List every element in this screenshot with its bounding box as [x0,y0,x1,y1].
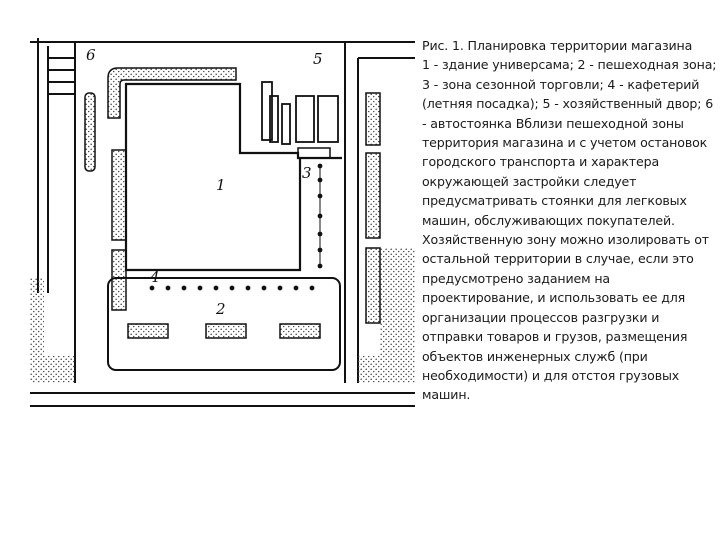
label-cafe: 4 [149,268,160,286]
pedestrian-planter-right [279,323,321,339]
site-plan-diagram: 1 2 3 4 5 6 [30,38,415,407]
service-yard [261,81,339,145]
top-left-green-corner [107,67,237,119]
left-green-strip-lower [111,249,127,311]
label-building: 1 [216,176,226,194]
label-seasonal: 3 [302,164,312,182]
building-1-annex [297,147,331,159]
pedestrian-planter-left [127,323,169,339]
pedestrian-zone [107,277,341,371]
site-boundary [30,41,415,383]
right-green-strip-middle [365,152,381,239]
figure-caption: Рис. 1. Планировка территории магазина 1… [422,38,717,403]
label-pedestrian: 2 [215,300,226,318]
cafe-dots [149,285,315,291]
bottom-right-green-area [358,248,415,383]
label-parking: 6 [86,46,96,64]
right-green-strip-lower [365,247,381,324]
label-service-yard: 5 [313,50,323,68]
parking-stripes [37,38,75,293]
bottom-road [30,392,415,407]
right-green-strip-upper [365,92,381,146]
pedestrian-planter-center [205,323,247,339]
left-green-strip-upper [84,92,96,172]
bottom-left-green-area [30,278,75,383]
left-green-strip-middle [111,149,127,241]
